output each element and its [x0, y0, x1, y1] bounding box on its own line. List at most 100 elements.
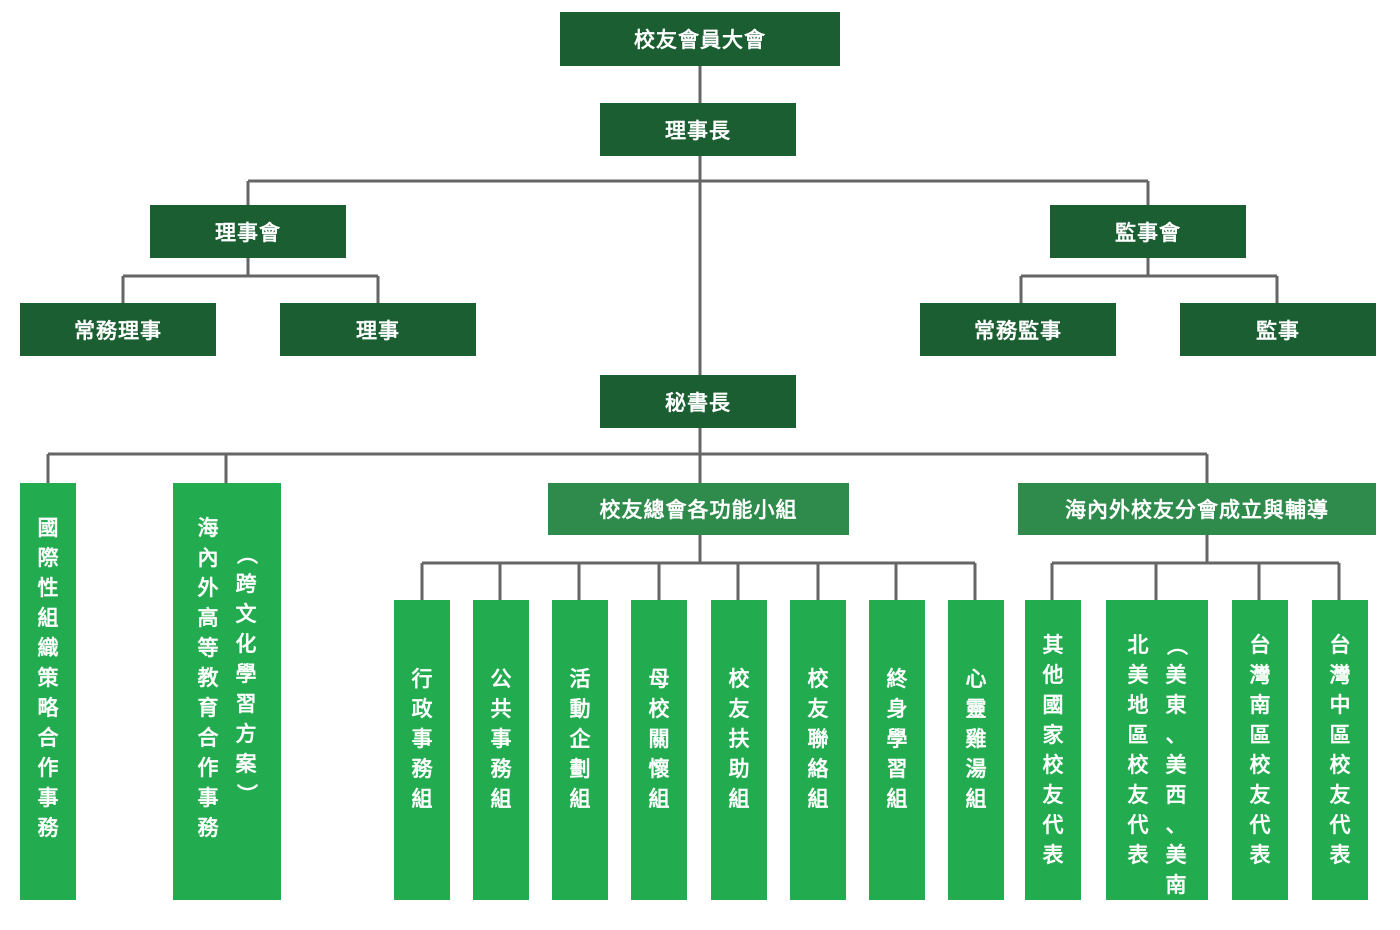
vertical-char: 方 — [235, 722, 257, 746]
vertical-char: （ — [1164, 634, 1188, 656]
vertical-char: 友 — [1329, 783, 1351, 807]
vertical-char: 育 — [197, 696, 219, 720]
vertical-char: 海 — [197, 516, 219, 540]
vertical-char: 務 — [490, 757, 512, 781]
vertical-char: 活 — [569, 667, 591, 691]
vertical-char: 織 — [37, 636, 59, 660]
vertical-char: 西 — [1165, 783, 1187, 807]
chapter-taiwan-central-label: 台灣中區校友代表 — [1328, 630, 1352, 870]
vertical-char: 家 — [1042, 723, 1064, 747]
group-alumni-support-box: 校友扶助組 — [711, 600, 767, 900]
vertical-char: （ — [234, 543, 258, 565]
vertical-char: 動 — [569, 697, 591, 721]
executive-director-box: 常務理事 — [20, 303, 216, 356]
secretary-general-label: 秘書長 — [665, 390, 731, 415]
group-alma-mater-care-label: 母校關懷組 — [647, 664, 671, 814]
overseas-chapters-label: 海內外校友分會成立與輔導 — [1065, 498, 1329, 522]
chapter-other-countries-label: 其他國家校友代表 — [1041, 630, 1065, 870]
vertical-char: 灣 — [1249, 663, 1271, 687]
vertical-char: 南 — [1165, 873, 1187, 897]
vertical-char: 組 — [490, 787, 512, 811]
chapter-north-america-label: 北美地區校友代表 — [1126, 630, 1150, 870]
vertical-char: 策 — [37, 666, 59, 690]
president-label: 理事長 — [665, 118, 731, 143]
vertical-char: 湯 — [965, 757, 987, 781]
function-groups-box: 校友總會各功能小組 — [548, 483, 849, 535]
vertical-char: 外 — [197, 576, 219, 600]
director-label: 理事 — [356, 318, 400, 343]
vertical-char: 關 — [648, 727, 670, 751]
general-assembly-label: 校友會員大會 — [634, 28, 766, 52]
vertical-char: 教 — [197, 666, 219, 690]
vertical-char: 國 — [1042, 693, 1064, 717]
vertical-char: 際 — [37, 546, 59, 570]
vertical-char: 組 — [728, 787, 750, 811]
vertical-char: 東 — [1165, 693, 1187, 717]
vertical-char: 企 — [569, 727, 591, 751]
vertical-char: 南 — [1249, 693, 1271, 717]
vertical-char: ） — [1164, 904, 1188, 926]
higher-education-note: （跨文化學習方案） — [234, 539, 258, 809]
vertical-char: 校 — [728, 667, 750, 691]
vertical-char: 務 — [37, 816, 59, 840]
chapter-taiwan-south-label: 台灣南區校友代表 — [1248, 630, 1272, 870]
secretary-general-box: 秘書長 — [600, 375, 796, 428]
vertical-char: 雞 — [965, 727, 987, 751]
vertical-char: 合 — [37, 726, 59, 750]
group-alumni-liaison-label: 校友聯絡組 — [806, 664, 830, 814]
vertical-char: 組 — [569, 787, 591, 811]
vertical-char: 地 — [1127, 693, 1149, 717]
group-event-planning-box: 活動企劃組 — [552, 600, 608, 900]
vertical-char: 代 — [1042, 813, 1064, 837]
chapter-taiwan-south-box: 台灣南區校友代表 — [1232, 600, 1288, 900]
vertical-char: 表 — [1249, 843, 1271, 867]
general-assembly-box: 校友會員大會 — [560, 12, 840, 66]
vertical-char: 事 — [197, 786, 219, 810]
vertical-char: 友 — [728, 697, 750, 721]
overseas-chapters-box: 海內外校友分會成立與輔導 — [1018, 483, 1376, 535]
supervisor-box: 監事 — [1180, 303, 1376, 356]
vertical-char: 母 — [648, 667, 670, 691]
vertical-char: 校 — [807, 667, 829, 691]
vertical-char: ） — [234, 783, 258, 805]
vertical-char: 表 — [1042, 843, 1064, 867]
vertical-char: 組 — [965, 787, 987, 811]
vertical-char: 扶 — [728, 727, 750, 751]
vertical-char: 終 — [886, 667, 908, 691]
vertical-char: 聯 — [807, 727, 829, 751]
vertical-char: 化 — [235, 632, 257, 656]
vertical-char: 學 — [235, 662, 257, 686]
group-event-planning-label: 活動企劃組 — [568, 664, 592, 814]
vertical-char: 心 — [965, 667, 987, 691]
vertical-char: 、 — [1165, 723, 1187, 747]
group-lifelong-learning-label: 終身學習組 — [885, 664, 909, 814]
vertical-char: 組 — [411, 787, 433, 811]
executive-supervisor-label: 常務監事 — [974, 318, 1062, 343]
vertical-char: 台 — [1329, 633, 1351, 657]
vertical-char: 區 — [1329, 723, 1351, 747]
vertical-char: 靈 — [965, 697, 987, 721]
vertical-char: 其 — [1042, 633, 1064, 657]
vertical-char: 性 — [37, 576, 59, 600]
function-groups-label: 校友總會各功能小組 — [599, 498, 798, 522]
vertical-char: 校 — [648, 697, 670, 721]
vertical-char: 美 — [1127, 663, 1149, 687]
group-public-affairs-box: 公共事務組 — [473, 600, 529, 900]
vertical-char: 共 — [490, 697, 512, 721]
vertical-char: 、 — [1165, 813, 1187, 837]
vertical-char: 友 — [1249, 783, 1271, 807]
vertical-char: 跨 — [235, 572, 257, 596]
board-of-supervisors-box: 監事會 — [1050, 205, 1246, 258]
director-box: 理事 — [280, 303, 476, 356]
vertical-char: 表 — [1329, 843, 1351, 867]
board-of-directors-box: 理事會 — [150, 205, 346, 258]
vertical-char: 懷 — [648, 757, 670, 781]
vertical-char: 事 — [37, 786, 59, 810]
vertical-char: 絡 — [807, 757, 829, 781]
vertical-char: 友 — [807, 697, 829, 721]
vertical-char: 台 — [1249, 633, 1271, 657]
president-box: 理事長 — [600, 103, 796, 156]
vertical-char: 作 — [37, 756, 59, 780]
vertical-char: 美 — [1165, 753, 1187, 777]
